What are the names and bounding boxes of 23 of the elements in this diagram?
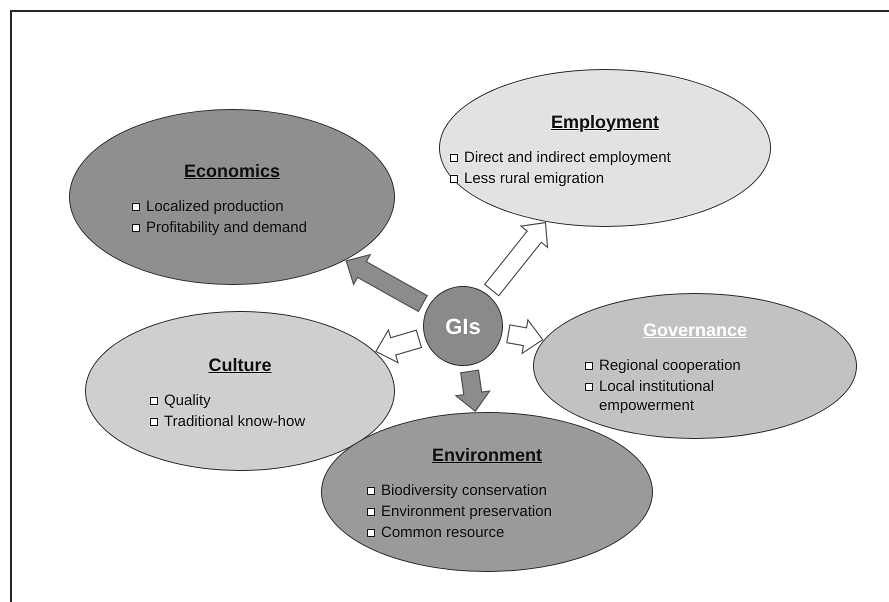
bullet-text: Quality xyxy=(164,390,211,410)
bullet-text: Traditional know-how xyxy=(164,412,306,430)
bullet-text: Direct and indirect employment xyxy=(464,148,671,166)
block-arrow xyxy=(506,318,544,355)
bullet-text: Local institutional empowerment xyxy=(599,377,716,415)
hub-circle xyxy=(423,286,503,366)
topic-heading: Governance xyxy=(642,319,748,342)
bullet-text: Profitability and demand xyxy=(146,218,307,236)
block-arrow xyxy=(454,370,491,412)
bullet-text: Localized production xyxy=(146,196,284,216)
bullet-text: Environment preservation xyxy=(381,502,552,521)
bullet-text: Regional cooperation xyxy=(599,356,741,375)
bullet-text: Common resource xyxy=(381,523,504,542)
hub-label: GIs xyxy=(445,312,481,340)
topic-heading: Environment xyxy=(432,444,542,467)
topic-heading: Economics xyxy=(184,160,280,182)
topic-heading: Employment xyxy=(550,110,660,134)
block-arrow xyxy=(375,328,422,364)
topic-heading: Culture xyxy=(208,354,272,376)
block-arrow xyxy=(345,254,428,312)
bullet-text: Biodiversity conservation xyxy=(381,481,547,500)
block-arrow xyxy=(484,222,548,297)
bullet-text: Less rural emigration xyxy=(464,168,604,188)
